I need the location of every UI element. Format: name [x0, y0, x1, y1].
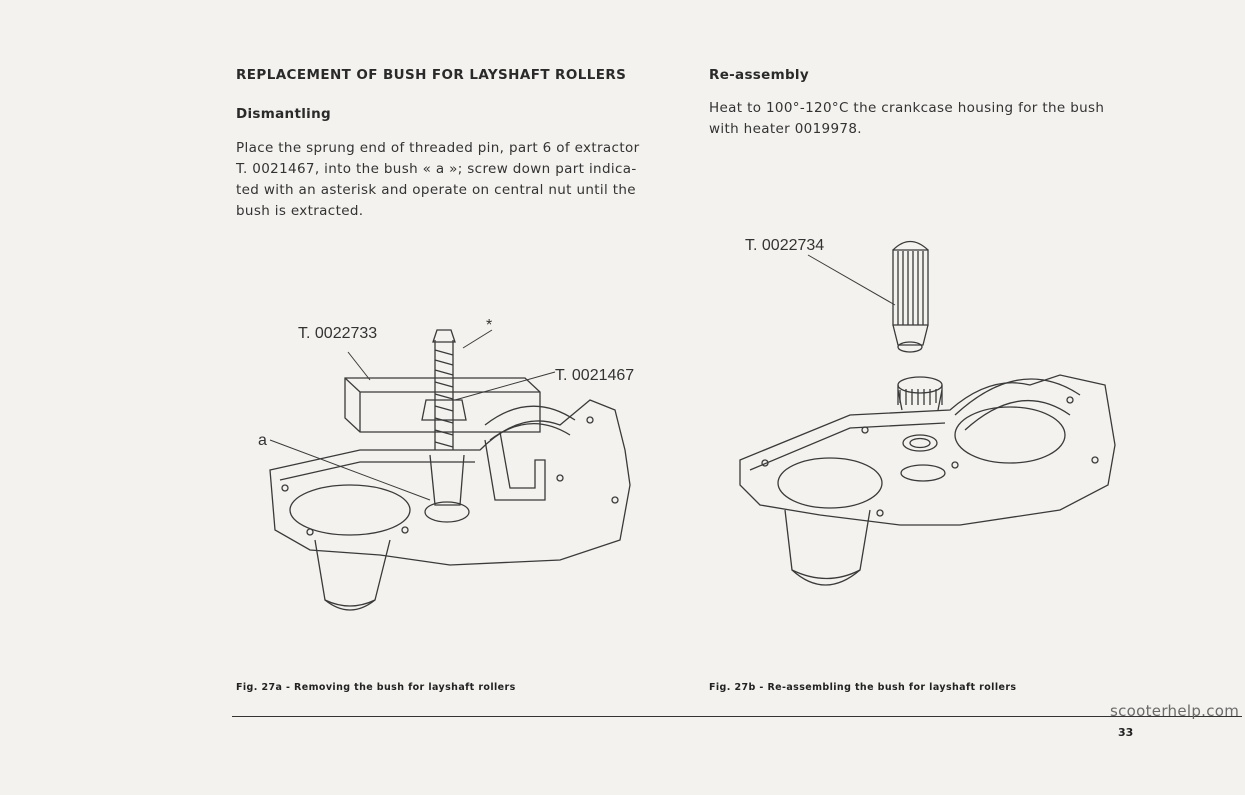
footer-rule: [232, 716, 1242, 717]
scooterhelp-watermark: scooterhelp.com: [1110, 702, 1240, 720]
dismantling-heading: Dismantling: [236, 106, 331, 122]
paragraph-line: Place the sprung end of threaded pin, pa…: [236, 140, 640, 156]
label-part-a: a: [258, 432, 267, 449]
label-t0022734: T. 0022734: [745, 237, 824, 254]
paragraph-line: ted with an asterisk and operate on cent…: [236, 182, 636, 198]
dismantling-paragraph: Place the sprung end of threaded pin, pa…: [236, 138, 676, 222]
figure-27b-illustration: T. 0022734: [739, 237, 1116, 586]
figure-27a-caption: Fig. 27a - Removing the bush for layshaf…: [236, 682, 516, 693]
label-t0022733: T. 0022733: [298, 325, 377, 342]
reassembly-heading: Re-assembly: [709, 67, 809, 83]
label-t0021467: T. 0021467: [555, 367, 634, 384]
paragraph-line: with heater 0019978.: [709, 121, 862, 137]
paragraph-line: bush is extracted.: [236, 203, 364, 219]
figure-27b-caption: Fig. 27b - Re-assembling the bush for la…: [709, 682, 1017, 693]
section-title: REPLACEMENT OF BUSH FOR LAYSHAFT ROLLERS: [236, 67, 627, 83]
label-asterisk: *: [486, 317, 492, 334]
page-number: 33: [1118, 726, 1134, 739]
paragraph-line: T. 0021467, into the bush « a »; screw d…: [236, 161, 637, 177]
figure-27a-illustration: T. 0022733 * T. 0021467 a: [258, 317, 634, 611]
reassembly-paragraph: Heat to 100°-120°C the crankcase housing…: [709, 98, 1159, 140]
paragraph-line: Heat to 100°-120°C the crankcase housing…: [709, 100, 1105, 116]
